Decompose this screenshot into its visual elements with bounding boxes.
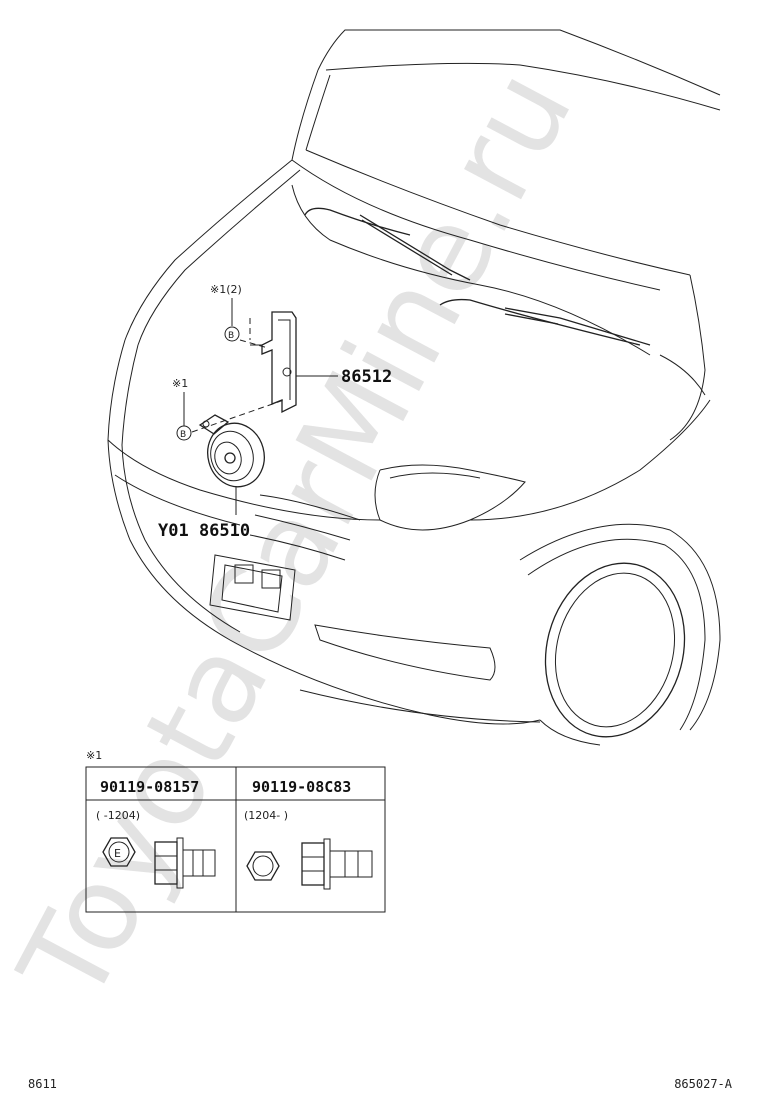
bolt-head-icon-col2 [246, 851, 280, 881]
footer-figure-code: 865027-A [674, 1077, 732, 1091]
range-col1: ( -1204) [96, 809, 140, 822]
table-note-label: ※1 [86, 749, 102, 762]
callout-86512[interactable]: 86512 [341, 367, 392, 387]
parts-table: 90119-08157 90119-08C83 ( -1204) (1204- … [85, 766, 386, 913]
bolt-marker-upper: B [224, 298, 240, 342]
part-number-col1[interactable]: 90119-08157 [100, 778, 199, 796]
watermark: ToyotaCarMine.ru [0, 48, 599, 1024]
bolt-symbol: B [228, 331, 234, 341]
car-body-drawing [107, 29, 721, 746]
bolt-side-icon-col2 [301, 838, 373, 890]
assembly-line-upper [239, 339, 269, 349]
assembly-line-lower [191, 399, 285, 433]
range-col2: (1204- ) [244, 809, 288, 822]
bolt-side-icon-col1 [154, 837, 216, 889]
bolt-head-icon-col1: E [102, 837, 136, 867]
bolt-marker-lower: B [176, 392, 192, 441]
note-lower: ※1 [172, 377, 188, 390]
note-upper: ※1(2) [210, 283, 242, 296]
footer-page-code: 8611 [28, 1077, 57, 1091]
part-number-col2[interactable]: 90119-08C83 [252, 778, 351, 796]
callout-86510[interactable]: Y01 86510 [158, 521, 250, 541]
bolt-symbol: B [180, 430, 186, 440]
svg-text:E: E [114, 847, 121, 860]
